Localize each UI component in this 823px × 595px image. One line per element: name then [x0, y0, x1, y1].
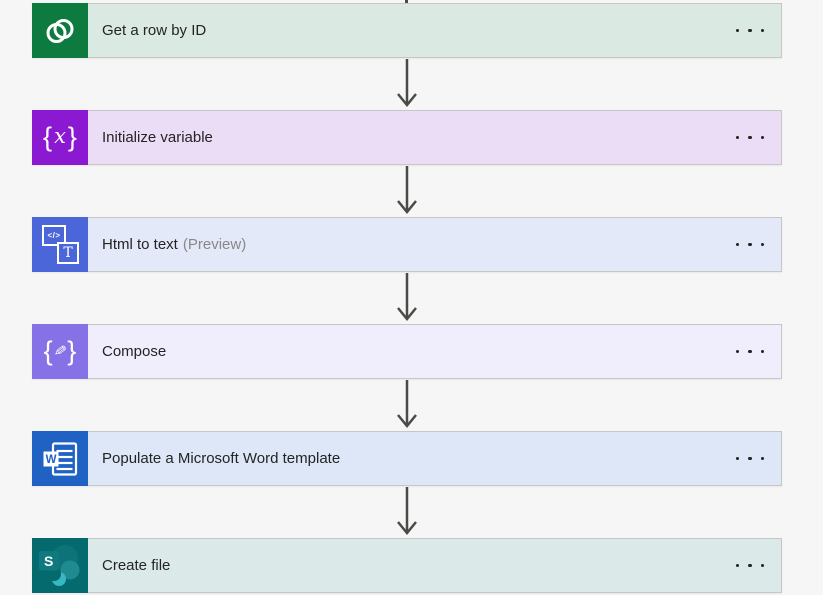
- action-card-initialize-variable[interactable]: {x} Initialize variable: [32, 110, 782, 165]
- action-card-html-to-text[interactable]: </> T Html to text(Preview): [32, 217, 782, 272]
- action-title: Html to text(Preview): [102, 236, 247, 253]
- ellipsis-icon: [735, 242, 764, 247]
- action-card-get-a-row-by-id[interactable]: Get a row by ID: [32, 3, 782, 58]
- ellipsis-icon: [735, 349, 764, 354]
- flow-connector-arrow: [394, 380, 420, 430]
- sharepoint-icon: S: [32, 538, 88, 593]
- html-to-text-icon: </> T: [32, 217, 88, 272]
- more-actions-button[interactable]: [719, 111, 782, 164]
- text-glyph: T: [57, 242, 79, 264]
- svg-text:S: S: [44, 553, 53, 569]
- flow-connector-arrow: [394, 487, 420, 537]
- dataverse-icon: [32, 3, 88, 58]
- flow-connector-arrow: [394, 166, 420, 216]
- action-title: Compose: [102, 343, 167, 360]
- more-actions-button[interactable]: [719, 539, 782, 592]
- action-title: Get a row by ID: [102, 22, 207, 39]
- action-title: Initialize variable: [102, 129, 213, 146]
- more-actions-button[interactable]: [719, 4, 782, 57]
- flow-connector-arrow: [394, 59, 420, 109]
- action-title: Populate a Microsoft Word template: [102, 450, 341, 467]
- action-card-create-file[interactable]: S Create file: [32, 538, 782, 593]
- more-actions-button[interactable]: [719, 432, 782, 485]
- svg-text:W: W: [46, 454, 57, 466]
- ellipsis-icon: [735, 28, 764, 33]
- action-title: Create file: [102, 557, 171, 574]
- action-card-populate-word-template[interactable]: W Populate a Microsoft Word template: [32, 431, 782, 486]
- more-actions-button[interactable]: [719, 325, 782, 378]
- code-glyph: </>: [42, 225, 66, 246]
- ellipsis-icon: [735, 456, 764, 461]
- flow-connector-arrow: [394, 273, 420, 323]
- more-actions-button[interactable]: [719, 218, 782, 271]
- ellipsis-icon: [735, 563, 764, 568]
- incoming-connector-stub: [405, 0, 408, 4]
- ellipsis-icon: [735, 135, 764, 140]
- variable-icon: {x}: [32, 110, 88, 165]
- word-icon: W: [32, 431, 88, 486]
- action-card-compose[interactable]: {✎} Compose: [32, 324, 782, 379]
- preview-label: (Preview): [182, 236, 247, 253]
- compose-icon: {✎}: [32, 324, 88, 379]
